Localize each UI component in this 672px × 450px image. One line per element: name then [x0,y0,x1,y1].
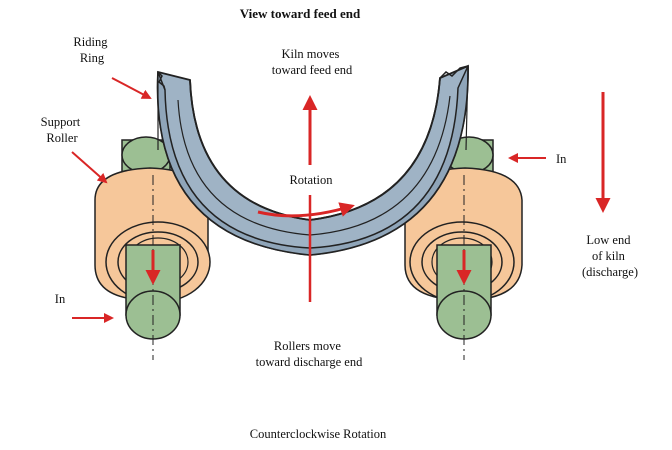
rollers-move-label: Rollers move toward discharge end [256,339,363,369]
support-roller-label: Support Roller [41,115,84,145]
rotation-arrow [257,202,355,218]
caption: Counterclockwise Rotation [250,427,387,441]
low-end-label: Low end of kiln (discharge) [582,233,638,279]
diagram-title: View toward feed end [240,6,361,21]
right-support-roller [404,136,523,360]
in-right-label: In [556,152,567,166]
rotation-label: Rotation [289,173,333,187]
support-roller-pointer [71,151,108,184]
in-left-label: In [55,292,66,306]
riding-ring-label: Riding Ring [73,35,110,65]
riding-ring-pointer [111,77,152,99]
kiln-moves-label: Kiln moves toward feed end [272,47,353,77]
